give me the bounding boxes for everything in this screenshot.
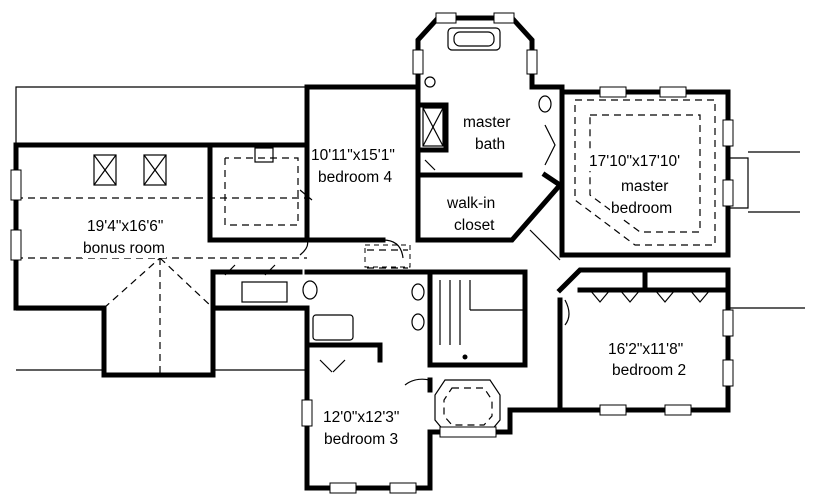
walkin-closet-label-2: closet bbox=[453, 216, 496, 235]
bedroom4-dims: 10'11"x15'1" bbox=[310, 146, 396, 165]
bedroom2-name: bedroom 2 bbox=[611, 361, 688, 380]
bedroom3-name: bedroom 3 bbox=[323, 430, 400, 449]
bedroom4-name: bedroom 4 bbox=[317, 168, 394, 187]
bonus-room-name: bonus room bbox=[82, 239, 166, 258]
bedroom2-dims: 16'2"x11'8" bbox=[607, 340, 685, 359]
bedroom3-dims: 12'0"x12'3" bbox=[322, 408, 401, 427]
bonus-room-dims: 19'4"x16'6" bbox=[86, 217, 165, 236]
skylight-icon bbox=[93, 154, 167, 186]
master-bath-label-1: master bbox=[462, 113, 512, 132]
windows bbox=[10, 12, 734, 494]
walkin-closet-label-1: walk-in bbox=[446, 194, 497, 213]
dashed-lines bbox=[16, 99, 716, 375]
master-bath-label-2: bath bbox=[474, 135, 507, 154]
master-bedroom-label-2: bedroom bbox=[610, 199, 674, 218]
master-bedroom-label-1: master bbox=[620, 177, 670, 196]
fixtures bbox=[224, 27, 711, 433]
walls bbox=[13, 15, 731, 491]
master-bedroom-dims: 17'10"x17'10' bbox=[588, 152, 682, 171]
